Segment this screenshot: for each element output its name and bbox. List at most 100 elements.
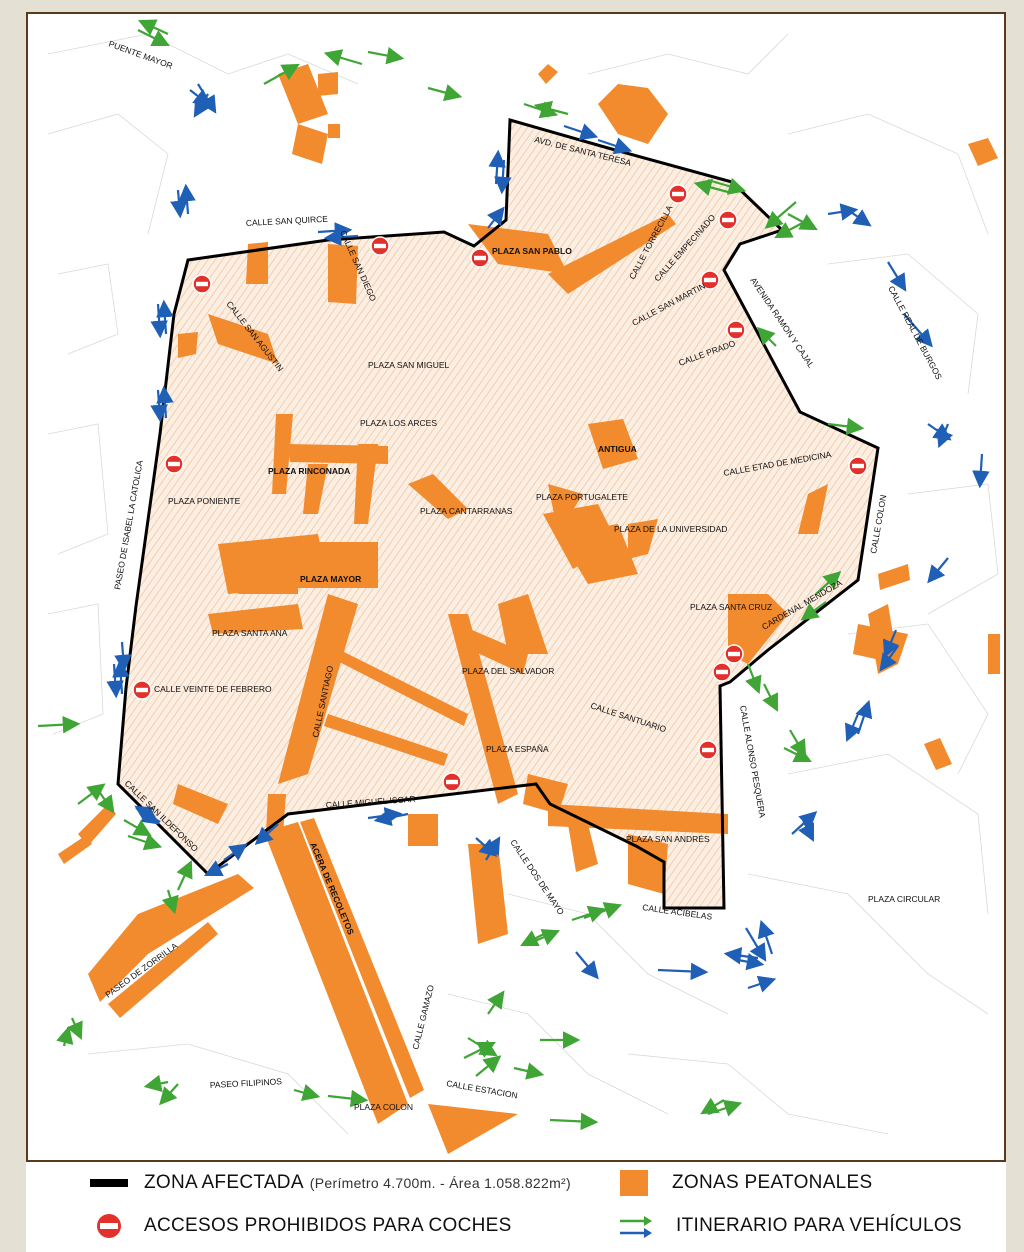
map-area: PUENTE MAYOR AVD. DE SANTA TERESA CALLE … — [26, 12, 1006, 1162]
label-calle-dos-mayo: CALLE DOS DE MAYO — [508, 838, 566, 917]
legend-zona-afectada: ZONA AFECTADA (Perímetro 4.700m. - Área … — [90, 1172, 571, 1194]
arrow-icon — [855, 699, 873, 735]
arrow-icon — [827, 417, 865, 436]
arrow-icon — [161, 889, 179, 915]
arrow-icon — [756, 326, 777, 347]
boundary-line-icon — [90, 1179, 128, 1187]
no-entry-icon — [370, 236, 390, 256]
arrow-icon — [657, 962, 709, 981]
arrow-icon — [176, 860, 193, 891]
arrow-icon — [178, 183, 196, 215]
arrow-icon — [762, 683, 778, 712]
label-plaza-santa-cruz: PLAZA SANTA CRUZ — [690, 602, 772, 612]
legend-itinerario: ITINERARIO PARA VEHÍCULOS — [616, 1212, 962, 1240]
arrow-icon — [747, 975, 777, 993]
label-calle-san-quirce: CALLE SAN QUIRCE — [246, 214, 329, 228]
label-plaza-colon: PLAZA COLON — [354, 1102, 413, 1112]
label-calle-estacion: CALLE ESTACION — [446, 1078, 519, 1100]
arrow-icon — [513, 1062, 545, 1080]
no-entry-icon — [192, 274, 212, 294]
arrow-icon — [475, 1055, 502, 1077]
vehicle-routes — [37, 19, 990, 1131]
arrow-icon — [563, 123, 599, 141]
arrow-icon — [114, 641, 132, 673]
no-entry-icon — [700, 270, 720, 290]
arrow-icon — [887, 261, 907, 292]
pedestrian-zones — [58, 64, 1000, 1154]
no-entry-icon — [718, 210, 738, 230]
arrow-icon — [327, 1089, 369, 1108]
arrow-icon — [815, 571, 842, 595]
arrow-icon — [527, 929, 561, 946]
arrow-icon — [723, 947, 759, 965]
arrow-icon — [463, 1042, 496, 1059]
legend-accesos-label: ACCESOS PROHIBIDOS PARA COCHES — [144, 1215, 512, 1236]
no-entry-icon — [470, 248, 490, 268]
arrow-icon — [783, 746, 812, 762]
arrow-icon — [373, 808, 409, 827]
label-plaza-circular: PLAZA CIRCULAR — [868, 894, 940, 904]
arrow-icon — [936, 423, 954, 449]
no-entry-icon — [164, 454, 184, 474]
label-plaza-cantarranas: PLAZA CANTARRANAS — [420, 506, 513, 516]
arrow-icon — [847, 209, 872, 227]
legend-zona-afectada-detail: (Perímetro 4.700m. - Área 1.058.822m²) — [309, 1175, 571, 1191]
no-entry-icon — [132, 680, 152, 700]
legend: ZONA AFECTADA (Perímetro 4.700m. - Área … — [26, 1162, 1006, 1252]
arrow-icon — [549, 1112, 599, 1131]
no-entry-icon — [724, 644, 744, 664]
legend-zonas-peatonales: ZONAS PEATONALES — [620, 1170, 873, 1196]
arrow-icon — [204, 860, 229, 876]
arrow-icon — [774, 219, 809, 239]
arrow-icon — [134, 805, 161, 823]
arrow-icon — [323, 228, 359, 246]
no-entry-icon — [712, 662, 732, 682]
arrow-icon — [56, 1025, 74, 1047]
no-entry-icon — [97, 1214, 121, 1238]
label-calle-alonso-pesquera: CALLE ALONSO PESQUERA — [738, 705, 768, 819]
pedestrian-zone-swatch-icon — [620, 1170, 648, 1196]
label-plaza-san-pablo: PLAZA SAN PABLO — [492, 246, 572, 256]
arrow-icon — [488, 149, 506, 185]
arrow-icon — [486, 206, 505, 229]
no-entry-icon — [698, 740, 718, 760]
arrow-icon — [263, 63, 300, 85]
arrow-icon — [475, 837, 498, 857]
arrow-icon — [787, 213, 818, 231]
street-blocks — [47, 33, 999, 1135]
arrow-icon — [156, 385, 174, 419]
legend-zonas-peatonales-label: ZONAS PEATONALES — [672, 1172, 873, 1193]
arrow-icon — [707, 177, 747, 195]
arrow-icon — [789, 729, 807, 758]
arrow-icon — [197, 83, 217, 114]
arrow-icon — [737, 952, 765, 971]
arrow-icon — [597, 137, 633, 155]
label-plaza-santa-ana: PLAZA SANTA ANA — [212, 628, 288, 638]
arrow-icon — [127, 833, 163, 851]
arrow-icon — [494, 159, 512, 195]
arrow-icon — [533, 100, 569, 118]
no-entry-icon — [848, 456, 868, 476]
label-plaza-los-arces: PLAZA LOS ARCES — [360, 418, 437, 428]
route-arrows-icon — [620, 1216, 652, 1238]
arrow-icon — [254, 823, 279, 845]
arrow-icon — [143, 1074, 169, 1093]
arrow-icon — [882, 629, 900, 659]
label-plaza-portugalete: PLAZA PORTUGALETE — [536, 492, 628, 502]
arrow-icon — [745, 663, 762, 695]
arrow-icon — [903, 313, 933, 348]
no-entry-icon — [726, 320, 746, 340]
arrow-icon — [757, 919, 775, 955]
legend-accesos: ACCESOS PROHIBIDOS PARA COCHES — [90, 1212, 512, 1240]
arrow-icon — [223, 843, 248, 861]
arrow-icon — [700, 1097, 725, 1115]
arrow-icon — [159, 1083, 179, 1106]
arrow-icon — [693, 178, 729, 196]
label-plaza-del-salvador: PLAZA DEL SALVADOR — [462, 666, 554, 676]
label-plaza-universidad: PLAZA DE LA UNIVERSIDAD — [614, 524, 727, 534]
arrow-icon — [150, 303, 168, 339]
arrow-icon — [791, 811, 818, 835]
label-calle-gamazo: CALLE GAMAZO — [410, 984, 436, 1051]
arrow-icon — [487, 990, 505, 1015]
